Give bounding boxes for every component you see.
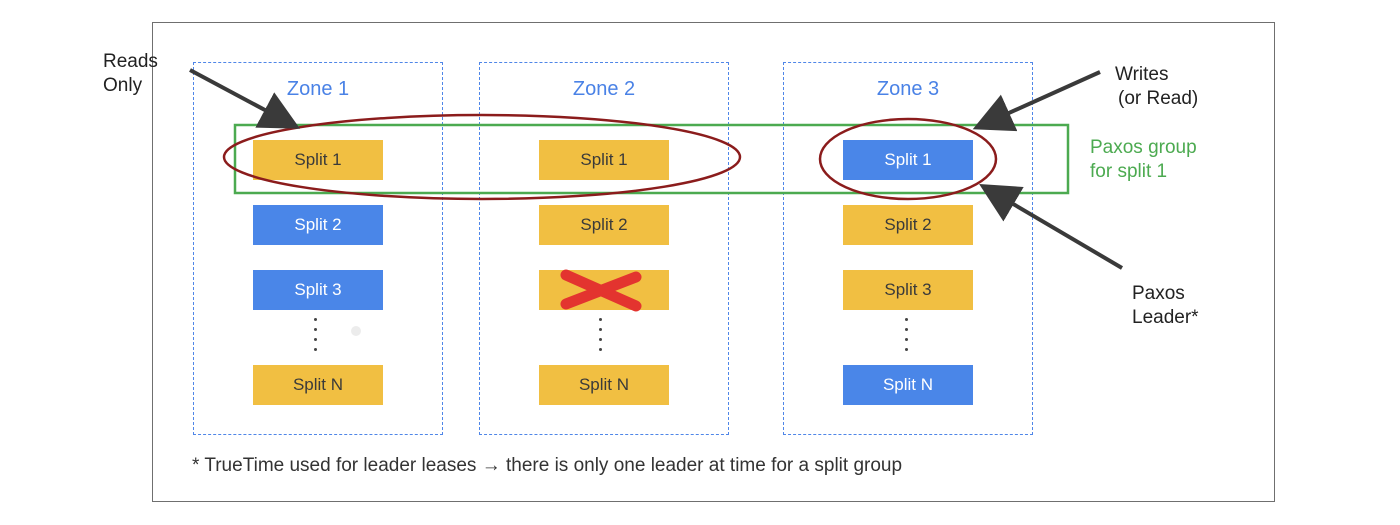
zone-3-split-1: Split 1	[843, 140, 973, 180]
zone-3-split-n: Split N	[843, 365, 973, 405]
zone-2-split-1: Split 1	[539, 140, 669, 180]
reads-only-label: Reads Only	[103, 50, 158, 98]
paxos-leader-arrow	[979, 183, 1124, 270]
paxos-group-line-1: Paxos group	[1090, 137, 1197, 158]
zone-2-split-n: Split N	[539, 365, 669, 405]
leader-ellipse	[818, 117, 998, 201]
paxos-leader-line-2: Leader*	[1132, 307, 1199, 328]
zone-3-ellipsis-dots	[905, 318, 909, 358]
paxos-group-label: Paxos group for split 1	[1090, 136, 1197, 184]
writes-line-2: (or Read)	[1118, 88, 1199, 109]
zone-2-title: Zone 2	[572, 78, 636, 100]
zone-3-title: Zone 3	[876, 78, 940, 100]
zone-1-split-2: Split 2	[253, 205, 383, 245]
zone-1-title: Zone 1	[286, 78, 350, 100]
reads-only-line-2: Only	[103, 75, 143, 96]
writes-arrow	[972, 70, 1101, 132]
paxos-group-box	[233, 123, 1070, 195]
reads-only-arrow	[189, 68, 301, 129]
zone-2-split-2: Split 2	[539, 205, 669, 245]
footnote: * TrueTime used for leader leases → ther…	[192, 455, 903, 476]
zone-1-split-3: Split 3	[253, 270, 383, 310]
failure-x-mark	[560, 269, 642, 312]
writes-line-1: Writes	[1115, 64, 1169, 85]
writes-label: Writes (or Read)	[1115, 63, 1198, 111]
zone-2-box	[479, 62, 729, 435]
zone-1-ellipsis-dots	[314, 318, 318, 358]
zone-1-split-1: Split 1	[253, 140, 383, 180]
zone-1-split-n: Split N	[253, 365, 383, 405]
read-replicas-ellipse	[222, 113, 742, 201]
zone-3-split-3: Split 3	[843, 270, 973, 310]
stray-dot	[351, 326, 361, 336]
reads-only-line-1: Reads	[103, 51, 158, 72]
paxos-leader-line-1: Paxos	[1132, 283, 1185, 304]
paxos-leader-label: Paxos Leader*	[1132, 282, 1199, 330]
zone-2-ellipsis-dots	[599, 318, 603, 358]
zone-3-box	[783, 62, 1033, 435]
diagram-frame	[152, 22, 1275, 502]
zone-3-split-2: Split 2	[843, 205, 973, 245]
zone-1-box	[193, 62, 443, 435]
paxos-group-line-2: for split 1	[1090, 161, 1168, 182]
